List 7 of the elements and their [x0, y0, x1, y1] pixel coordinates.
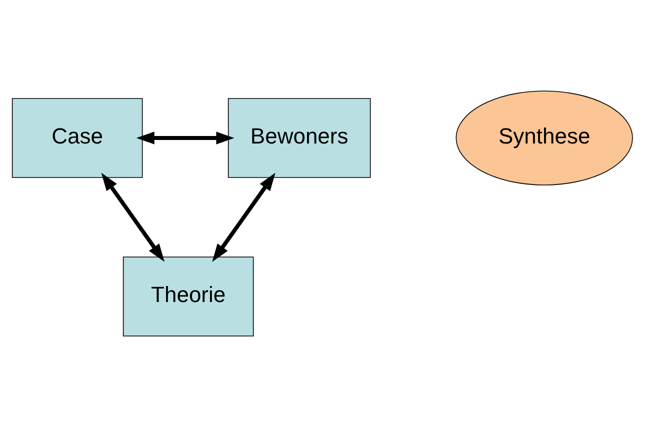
node-box: Case: [12, 98, 143, 178]
arrow: [101, 172, 165, 262]
arrow: [136, 132, 234, 144]
node-ellipse: Synthese: [456, 90, 633, 186]
node-box: Bewoners: [228, 98, 371, 178]
arrow: [212, 172, 276, 262]
node-box: Theorie: [122, 256, 254, 336]
